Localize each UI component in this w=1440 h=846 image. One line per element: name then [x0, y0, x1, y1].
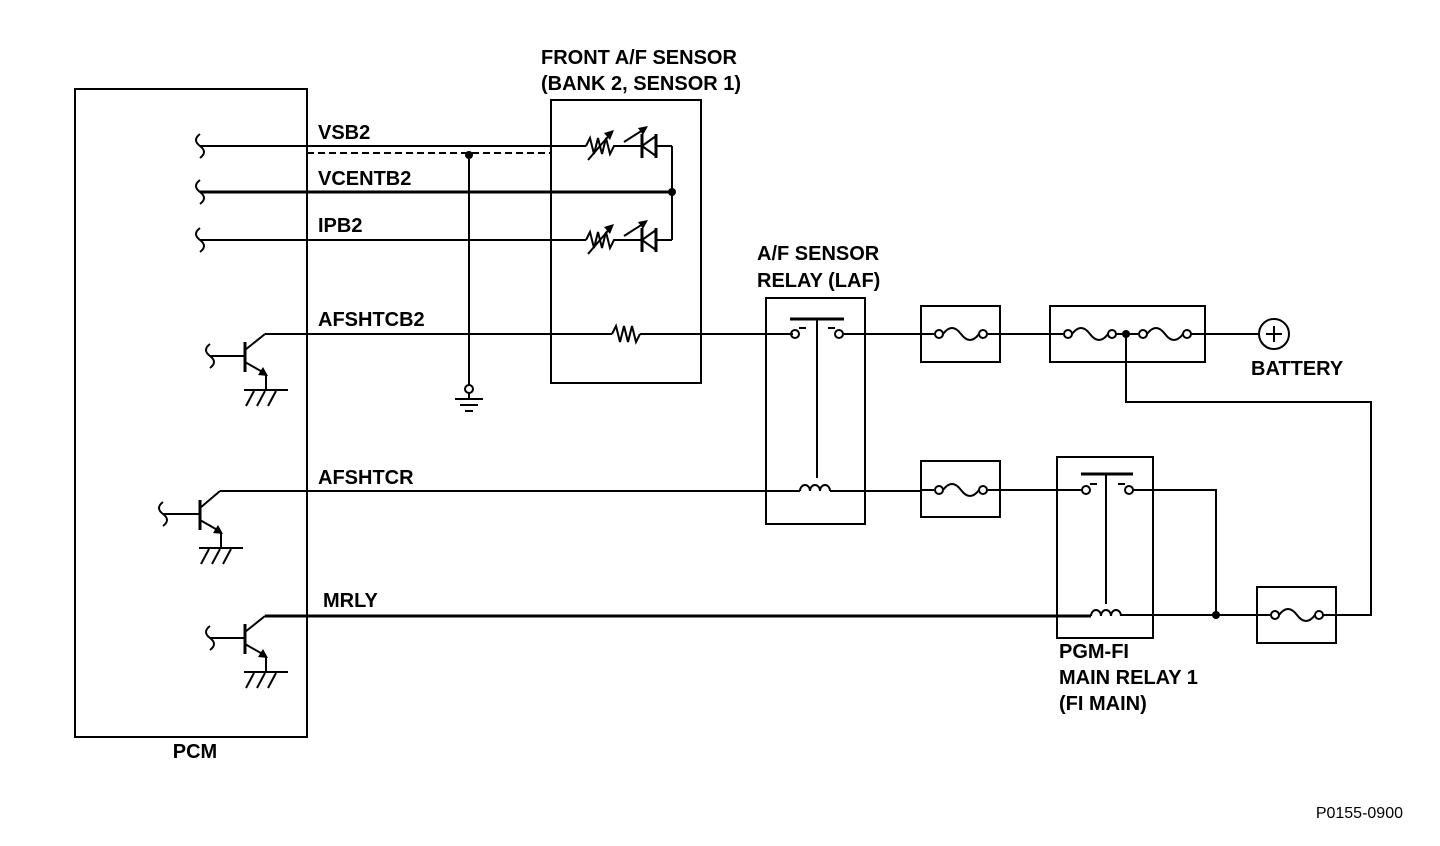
heater-resistor-icon	[611, 323, 641, 345]
signal-label-mrly: MRLY	[323, 590, 378, 612]
signal-label-vcentb2: VCENTB2	[318, 168, 411, 190]
fi-relay-title-line1: PGM-FI	[1059, 641, 1129, 663]
ground-symbol	[199, 547, 243, 565]
signal-label-ipb2: IPB2	[318, 215, 362, 237]
pgm-fi-main-relay: PGM-FI MAIN RELAY 1 (FI MAIN)	[1056, 456, 1198, 715]
fuse-icon	[1278, 608, 1316, 622]
shield-ground-symbol	[455, 384, 483, 412]
junction-dot	[668, 188, 676, 196]
laf-relay-title-line2: RELAY (LAF)	[757, 270, 880, 292]
transistor-afshtcb2	[205, 333, 307, 407]
front-af-sensor: FRONT A/F SENSOR (BANK 2, SENSOR 1)	[541, 47, 741, 384]
sensor-title-line2: (BANK 2, SENSOR 1)	[541, 73, 741, 95]
ground-symbol	[244, 671, 288, 689]
pcm-label: PCM	[173, 741, 217, 763]
fuse-icon	[942, 483, 980, 497]
sensor-title-line1: FRONT A/F SENSOR	[541, 47, 737, 69]
fi-relay-box	[1056, 456, 1154, 639]
fuse-laf	[920, 305, 1001, 363]
sensor-box	[550, 99, 702, 384]
pcm-unit: PCM	[74, 88, 308, 763]
fuse-box-main	[1049, 305, 1206, 363]
relay-contact	[834, 329, 844, 339]
fuse-icon	[942, 327, 980, 341]
signal-label-vsb2: VSB2	[318, 122, 370, 144]
fi-relay-title-line3: (FI MAIN)	[1059, 693, 1147, 715]
fi-relay-title-line2: MAIN RELAY 1	[1059, 667, 1198, 689]
laf-relay-title-line1: A/F SENSOR	[757, 243, 880, 265]
figure-code: P0155-0900	[1316, 805, 1403, 822]
battery-plus-icon	[1258, 318, 1290, 350]
pcm-box	[74, 88, 308, 738]
af-sensor-relay: A/F SENSOR RELAY (LAF)	[757, 243, 880, 525]
relay-coil-icon	[799, 484, 831, 492]
relay-coil-icon	[1090, 609, 1122, 617]
relay-contact	[790, 329, 800, 339]
variable-resistor-icon	[585, 229, 622, 251]
transistor-mrly	[205, 615, 288, 689]
wire-battery-feed	[1125, 334, 1372, 616]
wire-fi-relay-output	[1133, 489, 1217, 615]
signal-label-afshtcb2: AFSHTCB2	[318, 309, 425, 331]
fuse-fi-main	[1256, 586, 1337, 644]
variable-resistor-icon	[585, 135, 622, 157]
junction-dot	[1212, 611, 1220, 619]
laf-relay-box	[765, 297, 866, 525]
battery-terminal: BATTERY	[1251, 318, 1344, 380]
battery-label: BATTERY	[1251, 358, 1344, 380]
relay-contact	[1124, 485, 1134, 495]
fuse-icon	[1146, 327, 1184, 341]
fuse-afshtcr	[920, 460, 1001, 518]
ground-symbol	[244, 389, 288, 407]
fuse-icon	[1071, 327, 1109, 341]
transistor-afshtcr	[158, 490, 243, 565]
relay-contact	[1081, 485, 1091, 495]
signal-label-afshtcr: AFSHTCR	[318, 467, 414, 489]
